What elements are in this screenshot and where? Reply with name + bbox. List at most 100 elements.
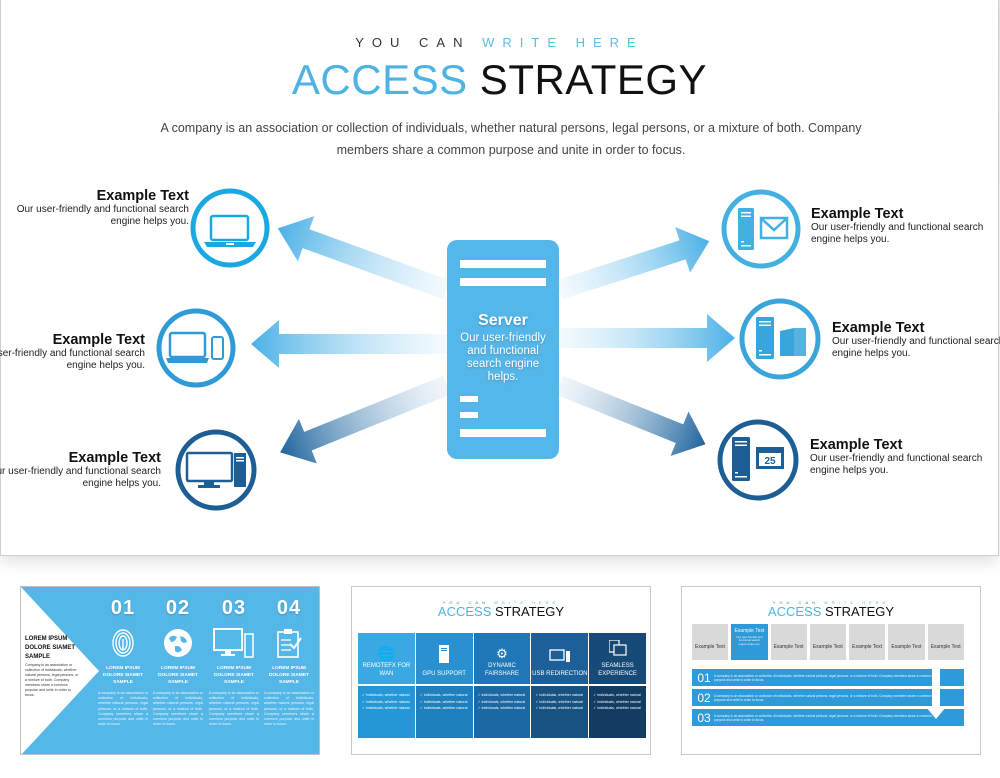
column-number: 02 <box>165 597 191 619</box>
arrow-right-bottom <box>555 375 706 456</box>
server-block[interactable]: Server Our user-friendly and functional … <box>447 240 559 459</box>
example-box: Example Text <box>927 624 964 660</box>
title-rest: STRATEGY <box>491 604 565 619</box>
server-folder-icon <box>739 298 821 380</box>
bullet: ✓ individuals, whether natural <box>419 699 468 704</box>
feature-grid: 🌐 REMOTEFX FOR WAN ✓ individuals, whethe… <box>358 633 646 738</box>
feature-label: REMOTEFX FOR WAN <box>362 663 411 677</box>
title-rest: STRATEGY <box>821 604 895 619</box>
node-text: Our user-friendly and functional search … <box>0 348 145 371</box>
bullet: ✓ individuals, whether natural <box>419 693 468 697</box>
globe-icon <box>153 624 203 662</box>
feature-header: USB REDIRECTION <box>531 633 589 684</box>
column-number: 04 <box>276 597 302 619</box>
node-heading: Example Text <box>68 450 161 466</box>
node-text: Our user-friendly and functional search … <box>810 453 983 476</box>
column-number: 03 <box>221 597 247 619</box>
main-slide[interactable]: YOU CAN WRITE HERE ACCESS STRATEGY A com… <box>0 0 1000 556</box>
title-rest: STRATEGY <box>467 56 708 103</box>
slide-subtitle: A company is an association or collectio… <box>160 121 862 157</box>
feature-header: 🌐 REMOTEFX FOR WAN <box>358 633 415 684</box>
column-text: A company is an association or collectio… <box>264 691 314 727</box>
server-slot <box>460 412 478 418</box>
feature-label: USB REDIRECTION <box>532 670 588 677</box>
arrows-diagram <box>251 216 735 464</box>
node-server-calendar[interactable]: 25 <box>716 418 800 502</box>
thumb-side-heading: LOREM IPSUM DOLORE SIAMET SAMPLE <box>25 636 76 660</box>
bullet: ✓ individuals, whether natural <box>477 699 526 704</box>
feature-header: SEAMLESS EXPERIENCE <box>589 633 646 684</box>
feature-column-gpu: GPU SUPPORT ✓ individuals, whether natur… <box>415 633 473 738</box>
node-server-folder[interactable] <box>738 297 822 381</box>
thumb-column-2: 02 LOREM IPSUM DOLORE SIAMET SAMPLE A co… <box>153 597 203 727</box>
node-heading: Example Text <box>811 206 904 222</box>
row-number: 03 <box>697 710 711 725</box>
node-label-2: Example Text Our user-friendly and funct… <box>0 332 145 371</box>
feature-column-remotefx: 🌐 REMOTEFX FOR WAN ✓ individuals, whethe… <box>358 633 415 738</box>
bullet: ✓ individuals, whether natural <box>593 699 641 704</box>
white-triangle <box>21 587 99 754</box>
kicker-highlight: WRITE HERE <box>494 600 560 605</box>
node-laptop-phone[interactable] <box>155 307 237 389</box>
arrow-right-middle <box>559 314 735 362</box>
column-text: A company is an association or collectio… <box>153 691 203 727</box>
node-server-mail[interactable] <box>720 188 802 270</box>
feature-bullets: ✓ individuals, whether natural ✓ individ… <box>531 686 589 738</box>
column-text: A company is an association or collectio… <box>209 691 259 727</box>
thumb-column-3: 03 LOREM IPSUM DOLORE SIAMET SAMPLE A co… <box>209 597 259 727</box>
bullet: ✓ individuals, whether natural <box>477 693 526 697</box>
column-heading: LOREM IPSUM DOLORE SIAMET SAMPLE <box>158 666 198 685</box>
node-heading: Example Text <box>832 320 925 336</box>
title-highlight: ACCESS <box>437 604 492 619</box>
thumbnail-1[interactable]: LOREM IPSUM DOLORE SIAMET SAMPLE Company… <box>20 586 320 755</box>
down-arrow-icon <box>926 707 946 719</box>
server-calendar-icon: 25 <box>717 419 799 501</box>
bullet: ✓ individuals, whether natural <box>362 706 410 710</box>
thumbnail-3[interactable]: YOU CAN WRITE HERE ACCESS STRATEGY Examp… <box>681 586 981 755</box>
laptop-icon <box>190 188 270 268</box>
node-label-5: Example Text Our user-friendly and funct… <box>832 320 1000 359</box>
arrow-left-bottom <box>280 375 451 464</box>
row-text: A company is an association or collectio… <box>714 673 932 682</box>
kicker-text: YOU CAN <box>355 35 483 50</box>
node-label-6: Example Text Our user-friendly and funct… <box>810 437 1000 476</box>
row-text: A company is an association or collectio… <box>714 693 932 702</box>
bullet: ✓ individuals, whether natural <box>477 706 526 710</box>
column-heading: LOREM IPSUM DOLORE SIAMET SAMPLE <box>269 666 309 685</box>
server-bar <box>460 429 546 437</box>
thumb-kicker: YOU CAN WRITE HERE <box>682 600 980 605</box>
example-box: Example Text <box>888 624 925 660</box>
bullet: ✓ individuals, whether natural <box>535 699 583 704</box>
gears-icon: ⚙ <box>496 645 508 661</box>
kicker-text: YOU CAN <box>772 600 825 605</box>
example-box: Example Text <box>809 624 847 660</box>
numbered-row: 01 A company is an association or collec… <box>692 669 964 686</box>
node-heading: Example Text <box>96 188 189 204</box>
server-title: Server <box>478 312 528 329</box>
thumbnail-2[interactable]: YOU CAN WRITE HERE ACCESS STRATEGY 🌐 REM… <box>351 586 651 755</box>
feature-label: GPU SUPPORT <box>422 670 466 677</box>
thumb-title: ACCESS STRATEGY <box>682 604 980 619</box>
node-desktop[interactable] <box>174 428 258 512</box>
node-text: Our user-friendly and functional search … <box>832 336 1000 359</box>
feature-header: GPU SUPPORT <box>415 633 473 684</box>
laptop-phone-icon <box>156 308 236 388</box>
clipboard-check-icon <box>264 624 314 662</box>
bullet: ✓ individuals, whether natural <box>535 693 583 697</box>
bullet: ✓ individuals, whether natural <box>593 693 641 697</box>
node-label-3: Example Text Our user-friendly and funct… <box>0 450 161 489</box>
arrow-left-middle <box>251 320 447 368</box>
slide-kicker: YOU CAN WRITE HERE <box>1 35 998 50</box>
kicker-highlight: WRITE HERE <box>482 35 644 50</box>
server-mail-icon <box>721 189 801 269</box>
node-laptop[interactable] <box>189 187 271 269</box>
node-heading: Example Text <box>52 332 145 348</box>
arrow-left-top <box>277 216 451 300</box>
kicker-highlight: WRITE HERE <box>824 600 890 605</box>
feature-bullets: ✓ individuals, whether natural ✓ individ… <box>358 686 415 738</box>
bullet: ✓ individuals, whether natural <box>362 699 410 704</box>
windows-stack-icon <box>608 640 627 656</box>
example-box: Example Text <box>692 624 729 660</box>
feature-header: ⚙ DYNAMIC FAIRSHARE <box>473 633 531 684</box>
